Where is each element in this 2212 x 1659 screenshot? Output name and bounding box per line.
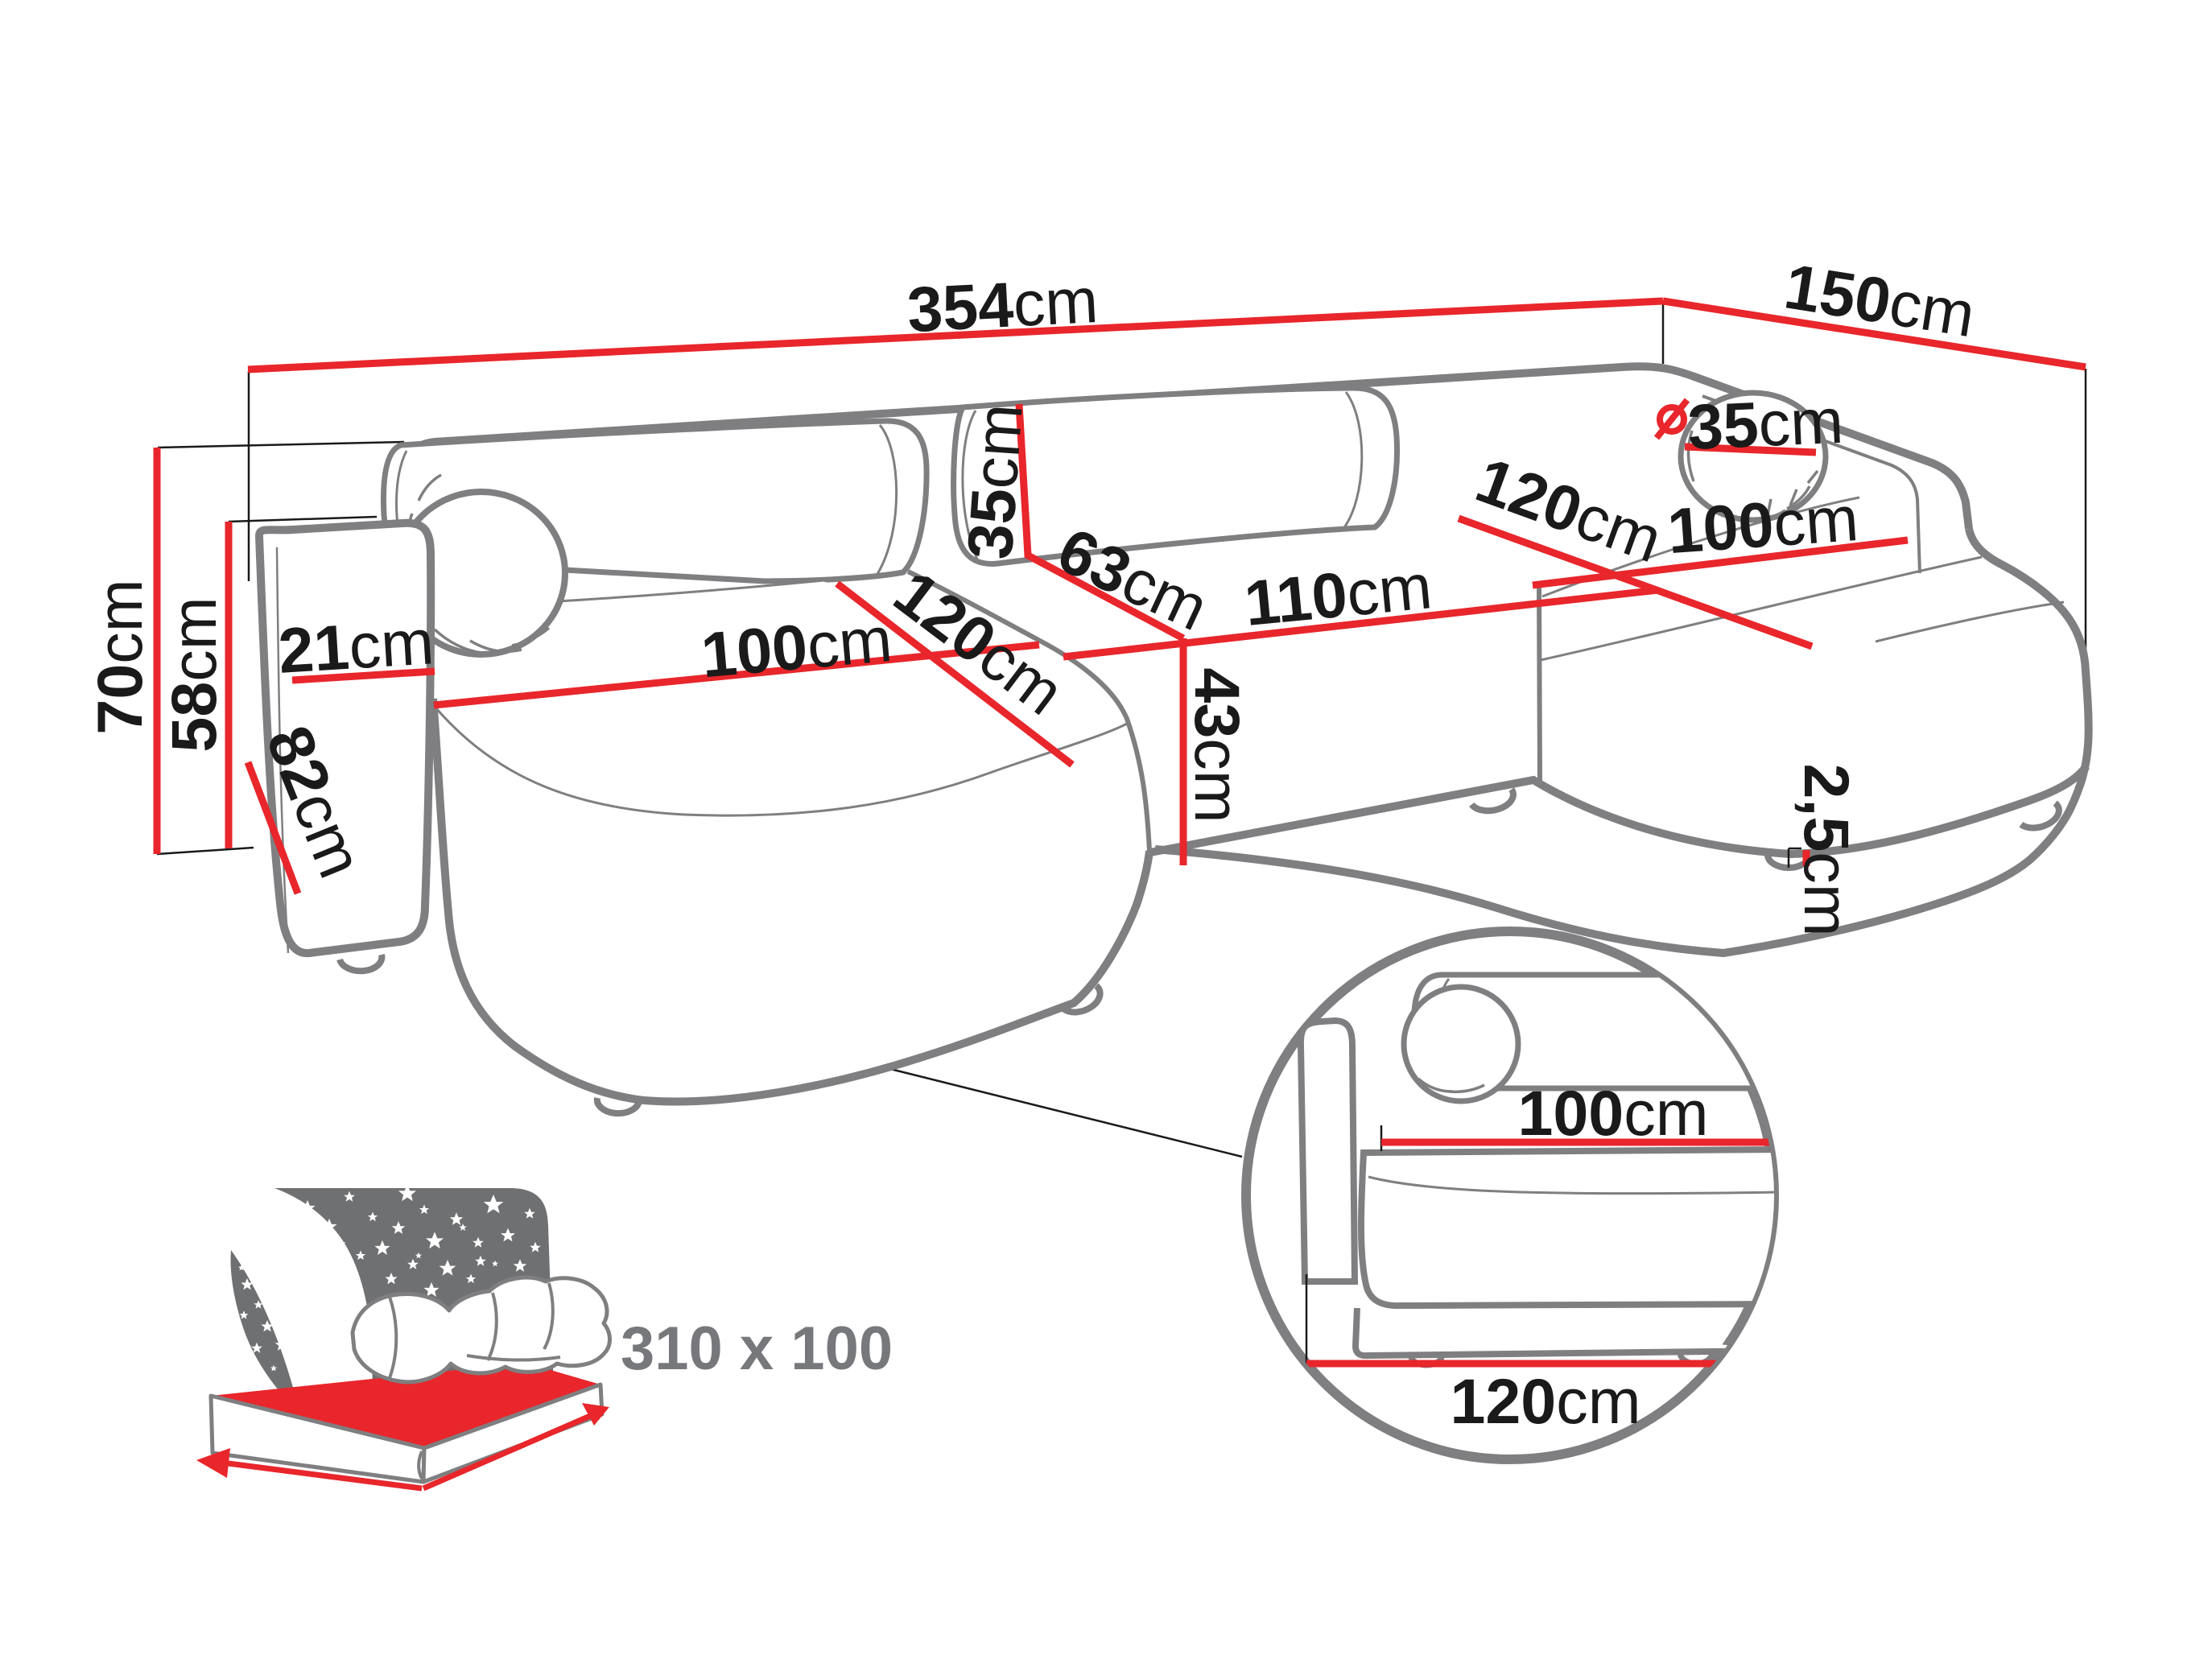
- svg-text:100cm: 100cm: [1665, 482, 1861, 567]
- svg-text:58cm: 58cm: [158, 596, 229, 752]
- svg-text:70cm: 70cm: [84, 579, 155, 734]
- svg-text:354cm: 354cm: [906, 264, 1100, 345]
- svg-text:2,5cm: 2,5cm: [1791, 763, 1863, 936]
- svg-text:35cm: 35cm: [1686, 385, 1845, 463]
- svg-text:35cm: 35cm: [953, 402, 1035, 562]
- svg-text:21cm: 21cm: [276, 605, 435, 687]
- svg-text:100cm: 100cm: [1517, 1077, 1708, 1149]
- svg-text:150cm: 150cm: [1780, 250, 1979, 350]
- svg-text:120cm: 120cm: [1450, 1365, 1640, 1437]
- svg-text:43cm: 43cm: [1182, 667, 1253, 823]
- svg-text:100cm: 100cm: [699, 603, 895, 691]
- svg-text:110cm: 110cm: [1241, 550, 1434, 639]
- svg-text:310 x 100: 310 x 100: [621, 1314, 893, 1383]
